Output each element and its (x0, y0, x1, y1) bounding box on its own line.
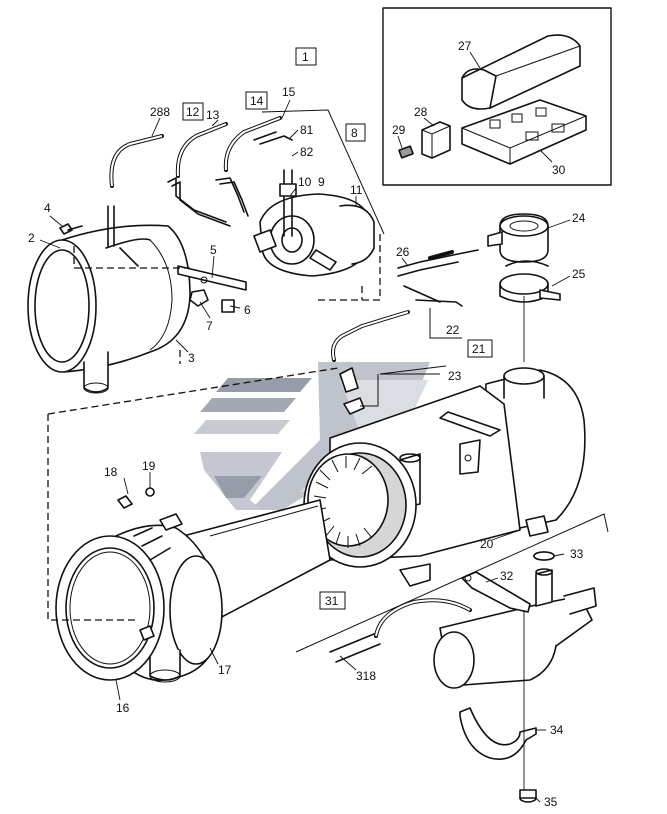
callout-text: 25 (572, 267, 586, 281)
callout-23: 23 (448, 369, 462, 383)
callout-text: 3 (188, 351, 195, 365)
callout-text: 288 (150, 105, 170, 119)
callout-31-boxed: 31 (319, 591, 346, 610)
callout-text: 17 (218, 663, 232, 677)
callout-text: 14 (250, 94, 264, 108)
combustion-chamber (303, 442, 417, 568)
callout-text: 4 (44, 201, 51, 215)
callout-7: 7 (206, 319, 213, 333)
callout-text: 21 (472, 342, 486, 356)
callout-288: 288 (150, 105, 170, 119)
callout-21-boxed: 21 (467, 339, 493, 358)
callout-4: 4 (44, 201, 51, 215)
callout-text: 10 (298, 175, 312, 189)
callout-text: 82 (300, 145, 314, 159)
callout-text: 23 (448, 369, 462, 383)
callout-text: 8 (351, 126, 358, 140)
callout-text: 30 (552, 163, 566, 177)
callout-25: 25 (572, 267, 586, 281)
callout-82: 82 (300, 145, 314, 159)
callout-text: 11 (350, 183, 363, 197)
callout-text: 33 (570, 547, 584, 561)
circulation-pump (329, 551, 597, 689)
callout-text: 28 (414, 105, 428, 119)
temperature-sensor-24 (487, 213, 549, 267)
callout-318: 318 (356, 669, 376, 683)
callout-text: 2 (28, 231, 35, 245)
wire-harness-upper (109, 116, 293, 227)
callout-text: 24 (572, 211, 586, 225)
callout-26: 26 (396, 245, 410, 259)
callout-33: 33 (570, 547, 584, 561)
callout-11: 11 (350, 183, 363, 197)
connector-wires-26-22 (331, 249, 479, 415)
callout-3: 3 (188, 351, 195, 365)
callout-text: 27 (458, 39, 472, 53)
pump-bracket-32 (461, 571, 531, 613)
callout-81: 81 (300, 123, 314, 137)
callout-text: 31 (325, 594, 339, 608)
callout-18: 18 (104, 465, 118, 479)
callout-text: 20 (480, 537, 494, 551)
callout-20: 20 (480, 537, 494, 551)
group-brackets-upper (73, 109, 385, 301)
callout-10: 10 (298, 175, 312, 189)
callout-35: 35 (544, 795, 558, 809)
burner-head-assembly (253, 169, 375, 277)
callout-text: 81 (300, 123, 314, 137)
callout-2: 2 (28, 231, 35, 245)
callout-text: 16 (116, 701, 130, 715)
callout-32: 32 (500, 569, 514, 583)
callout-labels: 288 12 13 14 15 1 81 82 8 10 9 11 4 2 5 … (28, 39, 586, 809)
callout-24: 24 (572, 211, 586, 225)
callout-30: 30 (552, 163, 566, 177)
callout-19: 19 (142, 459, 156, 473)
callout-22: 22 (446, 323, 460, 337)
hose-clamp-25 (499, 273, 561, 303)
air-intake-silencer (27, 205, 191, 394)
callout-1-boxed: 1 (295, 47, 317, 66)
callout-text: 19 (142, 459, 156, 473)
callout-14-boxed: 14 (245, 91, 268, 110)
callout-text: 318 (356, 669, 376, 683)
blower-housing (55, 487, 223, 683)
leader-lines (39, 51, 571, 803)
callout-17: 17 (218, 663, 232, 677)
callout-text: 15 (282, 85, 296, 99)
callout-27: 27 (458, 39, 472, 53)
callout-12-boxed: 12 (182, 102, 204, 121)
pump-strap-34 (459, 707, 537, 760)
callout-text: 7 (206, 319, 213, 333)
screw-35 (519, 789, 537, 803)
callout-28: 28 (414, 105, 428, 119)
callout-text: 1 (302, 50, 309, 64)
group-bracket-main (47, 286, 363, 621)
callout-text: 18 (104, 465, 118, 479)
screw-4 (59, 223, 83, 235)
callout-29: 29 (392, 123, 406, 137)
callout-text: 29 (392, 123, 406, 137)
ring-33 (533, 551, 555, 561)
callout-16: 16 (116, 701, 130, 715)
callout-text: 13 (206, 108, 220, 122)
callout-text: 6 (244, 303, 251, 317)
callout-text: 32 (500, 569, 514, 583)
callout-6: 6 (244, 303, 251, 317)
callout-text: 9 (318, 175, 325, 189)
callout-text: 12 (186, 105, 200, 119)
callout-text: 26 (396, 245, 410, 259)
callout-5: 5 (210, 243, 217, 257)
inset-fuse-box-panel (382, 7, 612, 186)
callout-text: 5 (210, 243, 217, 257)
callout-9: 9 (318, 175, 325, 189)
callout-13: 13 (206, 108, 220, 122)
callout-text: 34 (550, 723, 564, 737)
callout-34: 34 (550, 723, 564, 737)
callout-text: 22 (446, 323, 460, 337)
callout-8-boxed: 8 (345, 123, 366, 142)
callout-text: 35 (544, 795, 558, 809)
callout-15: 15 (282, 85, 296, 99)
